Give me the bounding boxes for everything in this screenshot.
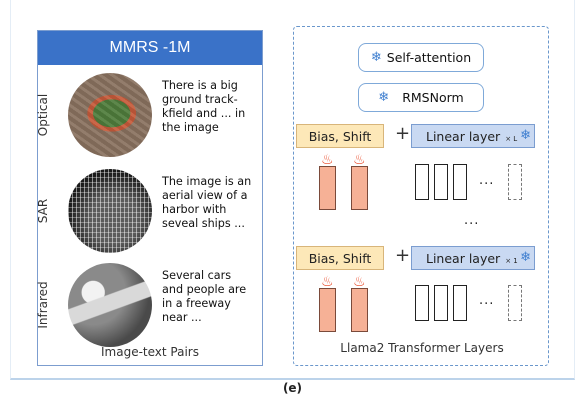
frozen-weight-column [434, 285, 448, 321]
left-panel-footer: Image-text Pairs [101, 345, 199, 359]
infrared-caption: Several cars and people are in a freeway… [162, 269, 247, 324]
linear-layer-label-bottom: Linear layer [426, 250, 501, 266]
bias-shift-block-top: Bias, Shift [296, 124, 384, 148]
dashed-weight-column [508, 285, 522, 321]
trainable-param-column [319, 166, 336, 210]
trainable-param-column [351, 166, 368, 210]
frozen-weight-column [415, 164, 429, 200]
dataset-title: MMRS -1M [38, 31, 262, 65]
snowflake-icon: ❄ [520, 250, 531, 265]
dashed-weight-column [508, 164, 522, 200]
figure-frame [10, 0, 575, 380]
horizontal-ellipsis: ... [479, 173, 495, 188]
transformer-layers-panel: ❄ Self-attention ❄ RMSNorm Bias, Shift +… [293, 26, 549, 366]
row-label-optical: Optical [36, 93, 50, 137]
snowflake-icon: ❄ [370, 50, 382, 65]
self-attention-label: Self-attention [386, 50, 472, 65]
rmsnorm-label: RMSNorm [402, 90, 464, 105]
frozen-weight-column [415, 285, 429, 321]
image-text-pairs-panel: MMRS -1M Optical There is a big ground t… [36, 30, 263, 366]
horizontal-ellipsis: ... [479, 293, 495, 308]
snowflake-icon: ❄ [520, 128, 531, 143]
figure-caption: (e) [282, 381, 303, 395]
right-panel-footer: Llama2 Transformer Layers [340, 341, 504, 355]
optical-image [68, 73, 152, 157]
frozen-weight-column [453, 164, 467, 200]
infrared-image [68, 263, 152, 347]
flame-icon: ♨ [321, 152, 334, 168]
rmsnorm-block: ❄ RMSNorm [358, 83, 484, 112]
linear-layer-block-top: Linear layer × L ❄ [411, 124, 535, 148]
trainable-param-column [351, 288, 368, 332]
flame-icon: ♨ [321, 274, 334, 290]
infrared-row: Infrared Several cars and people are in … [36, 257, 262, 353]
trainable-param-column [319, 288, 336, 332]
plus-sign-bottom: + [395, 245, 411, 266]
frozen-weight-column [453, 285, 467, 321]
sar-image [68, 169, 152, 253]
row-label-infrared: Infrared [36, 281, 50, 329]
linear-layer-multiplier-bottom: × 1 [505, 257, 518, 265]
layer-ellipsis: ... [464, 213, 480, 228]
plus-sign-top: + [395, 123, 411, 144]
linear-layer-label-top: Linear layer [426, 128, 501, 144]
linear-layer-multiplier-top: × L [505, 135, 518, 143]
self-attention-block: ❄ Self-attention [358, 43, 484, 72]
sar-caption: The image is an aerial view of a harbor … [162, 175, 252, 230]
frozen-weight-column [434, 164, 448, 200]
flame-icon: ♨ [353, 274, 366, 290]
linear-layer-block-bottom: Linear layer × 1 ❄ [411, 246, 535, 270]
bias-shift-block-bottom: Bias, Shift [296, 246, 384, 270]
flame-icon: ♨ [353, 152, 366, 168]
snowflake-icon: ❄ [378, 90, 390, 105]
row-label-sar: SAR [36, 198, 50, 224]
optical-row: Optical There is a big ground track- kfi… [36, 67, 262, 163]
sar-row: SAR The image is an aerial view of a har… [36, 163, 262, 259]
optical-caption: There is a big ground track- kfield and … [162, 79, 246, 134]
